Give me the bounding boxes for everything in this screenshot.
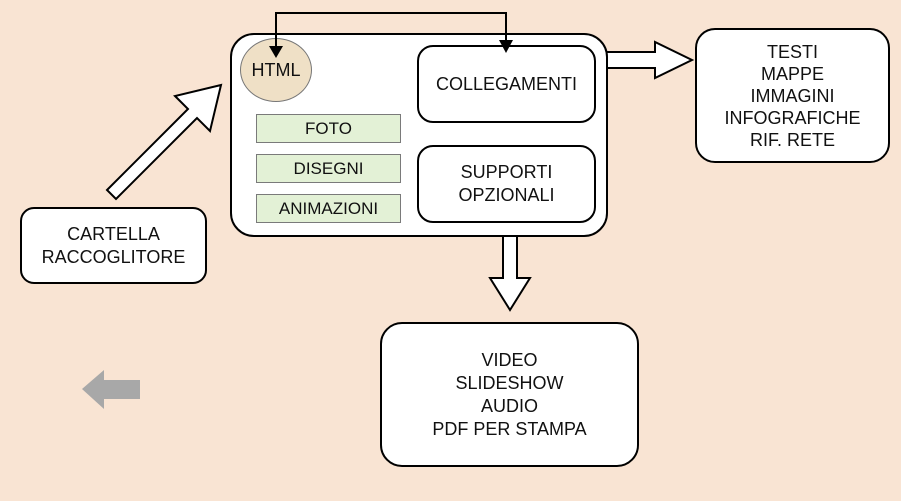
media-item-disegni: DISEGNI [256,154,401,183]
media-item-foto: FOTO [256,114,401,143]
supporti-label-line: SUPPORTI [460,162,553,182]
html-node: HTML [240,38,312,102]
video-box: VIDEO SLIDESHOW AUDIO PDF PER STAMPA [380,322,639,467]
testi-item: TESTI [766,41,818,62]
cartella-label-line: CARTELLA [67,223,160,244]
supporti-label-line: OPZIONALI [458,185,555,205]
video-item: PDF PER STAMPA [432,418,587,439]
video-item: AUDIO [480,395,538,416]
supporti-box: SUPPORTI OPZIONALI [417,145,596,223]
testi-item: MAPPE [760,63,825,84]
testi-item: INFOGRAFICHE [724,107,861,128]
arrow-cartella-to-container [105,83,223,201]
media-item-animazioni: ANIMAZIONI [256,194,401,223]
testi-item: RIF. RETE [749,129,835,150]
media-item-label: DISEGNI [293,158,364,178]
video-item: SLIDESHOW [455,372,564,393]
video-item: VIDEO [481,349,538,370]
collegamenti-box: COLLEGAMENTI [417,45,596,123]
testi-box: TESTI MAPPE IMMAGINI INFOGRAFICHE RIF. R… [695,28,890,163]
media-item-label: FOTO [305,118,352,138]
cartella-box: CARTELLA RACCOGLITORE [20,207,207,284]
collegamenti-label: COLLEGAMENTI [435,73,578,94]
html-label: HTML [251,59,301,80]
cartella-label-line: RACCOGLITORE [41,246,186,267]
testi-item: IMMAGINI [750,85,835,106]
media-item-label: ANIMAZIONI [278,198,379,218]
